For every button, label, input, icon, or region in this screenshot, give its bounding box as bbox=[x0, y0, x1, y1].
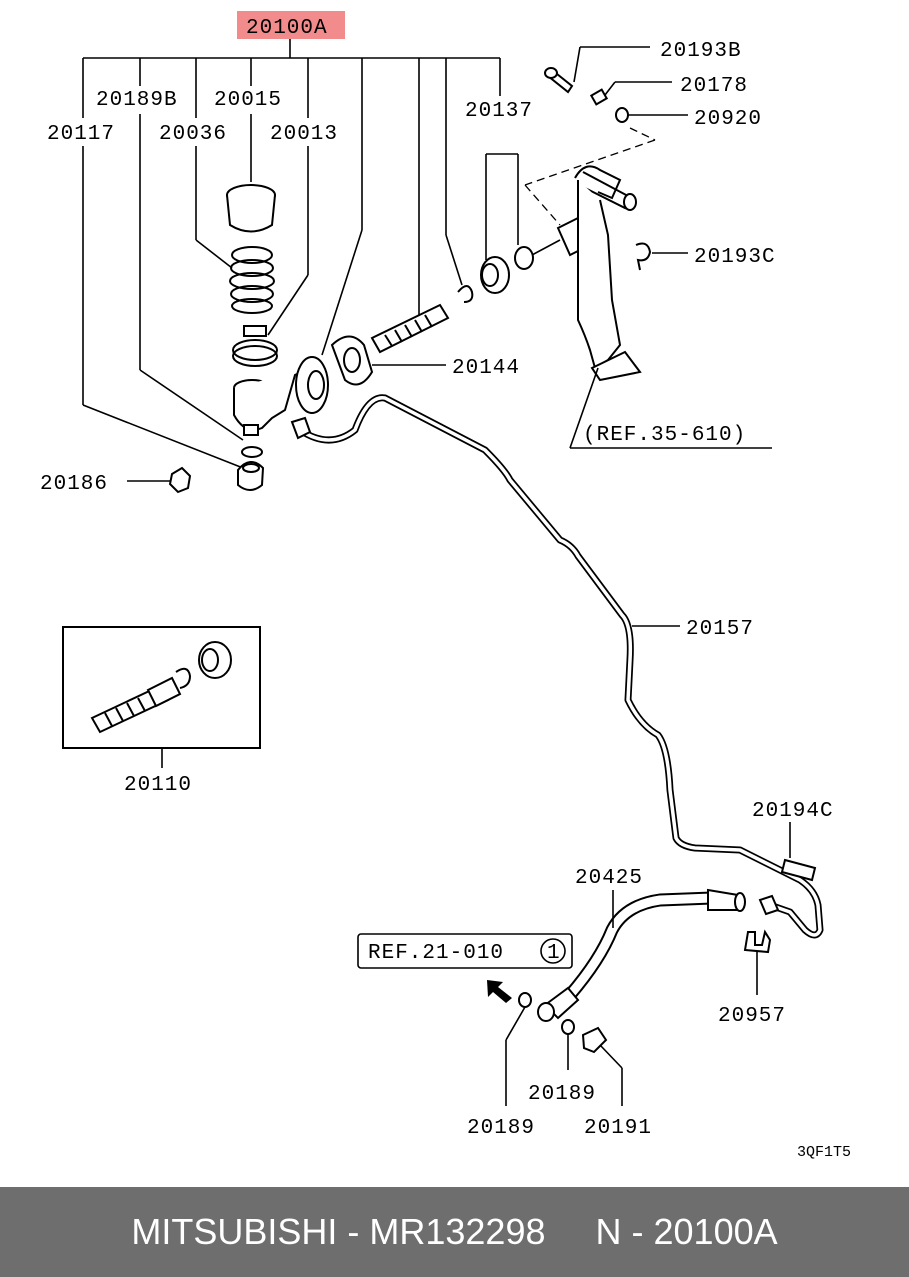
gasket-20189-right-icon bbox=[561, 1019, 575, 1035]
oring-20189B-icon bbox=[241, 446, 263, 458]
repair-kit-parts-icon bbox=[90, 641, 232, 734]
gasket-icon bbox=[330, 335, 374, 386]
clip-20193C-icon bbox=[635, 242, 652, 271]
label-20013[interactable]: 20013 bbox=[270, 123, 338, 146]
ref-21-010-box bbox=[357, 933, 573, 969]
pin-20193B-icon bbox=[544, 67, 574, 94]
label-20957[interactable]: 20957 bbox=[718, 1005, 786, 1028]
label-20189-right[interactable]: 20189 bbox=[528, 1083, 596, 1106]
label-20178[interactable]: 20178 bbox=[680, 75, 748, 98]
clip-20957-icon bbox=[743, 929, 772, 954]
boot-icon bbox=[480, 256, 510, 294]
label-ref-21-010[interactable]: REF.21-010 bbox=[368, 942, 504, 965]
diagram-code: 3QF1T5 bbox=[797, 1144, 851, 1161]
label-ref-35-610[interactable]: (REF.35-610) bbox=[583, 424, 746, 447]
reservoir-spring-icon bbox=[229, 246, 275, 314]
main-part-highlight bbox=[237, 11, 345, 39]
footer-bar: MITSUBISHI - MR132298 N - 20100A bbox=[0, 1187, 909, 1277]
clutch-hose-20425-icon bbox=[537, 888, 746, 1022]
clutch-line-20157-icon bbox=[290, 394, 824, 939]
label-20036[interactable]: 20036 bbox=[159, 123, 227, 146]
leaders-top-left bbox=[82, 114, 519, 469]
piston-rod-icon bbox=[370, 303, 450, 354]
washer-20920-icon bbox=[615, 107, 629, 123]
parts-diagram: 20100A 20189B 20015 20117 20036 20013 20… bbox=[40, 11, 851, 1161]
label-20189-left[interactable]: 20189 bbox=[467, 1117, 535, 1140]
master-cylinder-body-icon bbox=[233, 356, 329, 436]
reservoir-cap-icon bbox=[226, 184, 276, 233]
arrow-icon bbox=[487, 980, 512, 1003]
bracket-20100A bbox=[82, 39, 501, 310]
hose-clamp-icon bbox=[232, 325, 278, 367]
ref-circle bbox=[540, 938, 566, 964]
footer-text: MITSUBISHI - MR132298 N - 20100A bbox=[131, 1211, 778, 1252]
label-20194C[interactable]: 20194C bbox=[752, 800, 834, 823]
label-20189B[interactable]: 20189B bbox=[96, 89, 178, 112]
reservoir-adapter-icon bbox=[237, 461, 265, 491]
label-20193B[interactable]: 20193B bbox=[660, 40, 742, 63]
union-bolt-20194C-icon bbox=[780, 858, 817, 882]
label-20110[interactable]: 20110 bbox=[124, 774, 192, 797]
label-20100A[interactable]: 20100A bbox=[246, 17, 328, 40]
label-20425[interactable]: 20425 bbox=[575, 867, 643, 890]
dashed-lines bbox=[524, 127, 656, 226]
label-20193C[interactable]: 20193C bbox=[694, 246, 776, 269]
label-20191[interactable]: 20191 bbox=[584, 1117, 652, 1140]
label-20117[interactable]: 20117 bbox=[47, 123, 115, 146]
clutch-pedal-icon bbox=[574, 165, 642, 382]
label-20920[interactable]: 20920 bbox=[694, 108, 762, 131]
label-20186[interactable]: 20186 bbox=[40, 473, 108, 496]
label-20157[interactable]: 20157 bbox=[686, 618, 754, 641]
bushing-20178-icon bbox=[589, 88, 609, 106]
gasket-20189-left-icon bbox=[518, 992, 532, 1008]
bleeder-plug-icon bbox=[168, 466, 192, 494]
label-20137[interactable]: 20137 bbox=[465, 100, 533, 123]
label-20015[interactable]: 20015 bbox=[214, 89, 282, 112]
label-ref-circle: 1 bbox=[547, 942, 561, 965]
label-20144[interactable]: 20144 bbox=[452, 357, 520, 380]
retaining-ring-icon bbox=[457, 285, 474, 303]
